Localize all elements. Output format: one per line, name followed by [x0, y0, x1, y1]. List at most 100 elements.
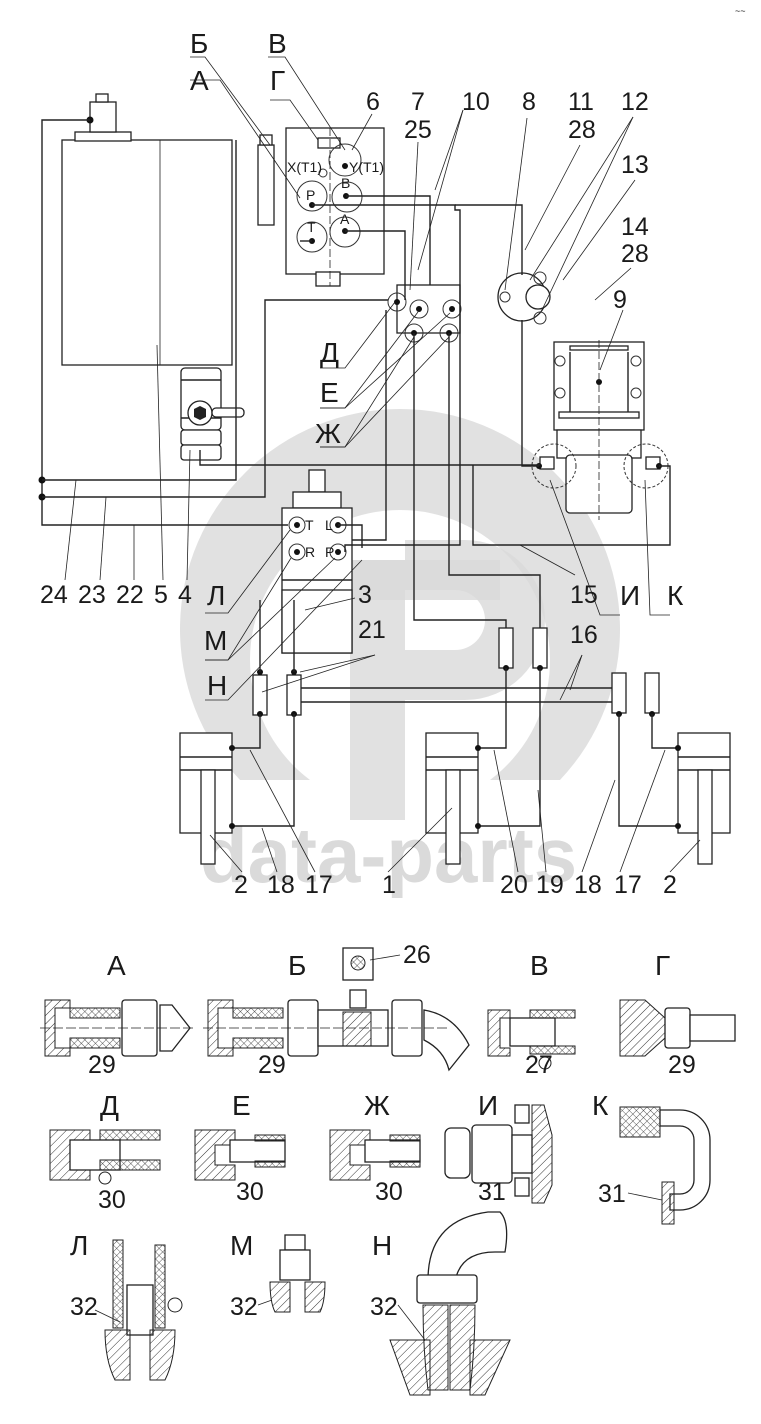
- port-b: B: [341, 175, 350, 191]
- callout-11: 11: [568, 88, 594, 116]
- callout-bottom-0: 2: [234, 871, 248, 899]
- corner-mark: ~~: [735, 6, 746, 16]
- detail-B-ref-26: 26: [403, 941, 431, 969]
- callout-23: 23: [78, 581, 106, 609]
- callout-22: 22: [116, 581, 144, 609]
- valve-block-3: T L R P: [281, 469, 353, 654]
- detail-Zh-ref: 30: [375, 1178, 403, 1206]
- detail-E: Е 30: [194, 1090, 286, 1206]
- watermark-logo: [180, 409, 621, 820]
- tank-5: [61, 93, 233, 366]
- detail-B: Б 26 29: [203, 941, 470, 1079]
- callout-10: 10: [462, 88, 490, 116]
- detail-L-ref: 32: [70, 1293, 98, 1321]
- callouts-mid: Д Е Ж 24 23 22 5 4 Л М Н 3 21 15 И К 16: [40, 337, 684, 701]
- callout-bottom-8: 2: [663, 871, 677, 899]
- callout-bottom-3: 1: [382, 871, 396, 899]
- detail-D-ref: 30: [98, 1186, 126, 1214]
- detail-I-ref: 31: [478, 1178, 506, 1206]
- callout-A: А: [190, 65, 209, 96]
- callout-6: 6: [366, 88, 380, 116]
- callout-Zh: Ж: [315, 418, 341, 449]
- callout-16: 16: [570, 621, 598, 649]
- detail-G: Г 29: [619, 950, 736, 1079]
- detail-K-letter: К: [592, 1090, 609, 1121]
- callout-L: Л: [207, 580, 225, 611]
- detail-M: М 32: [230, 1230, 326, 1321]
- callout-E: Е: [320, 377, 339, 408]
- callout-bottom-1: 18: [267, 871, 295, 899]
- detail-B-ref: 29: [258, 1051, 286, 1079]
- detail-V-ref: 27: [525, 1051, 553, 1079]
- callout-bottom-4: 20: [500, 871, 528, 899]
- detail-M-letter: М: [230, 1230, 253, 1261]
- callout-8: 8: [522, 88, 536, 116]
- callout-bottom-5: 19: [536, 871, 564, 899]
- detail-M-ref: 32: [230, 1293, 258, 1321]
- junction-block-7: [387, 284, 462, 343]
- distributor-6: X(T1) Y(T1) P B T A: [257, 127, 385, 287]
- detail-E-letter: Е: [232, 1090, 251, 1121]
- detail-Zh: Ж 30: [329, 1090, 421, 1206]
- callout-N: Н: [207, 670, 227, 701]
- detail-N-letter: Н: [372, 1230, 392, 1261]
- callout-bottom-7: 17: [614, 871, 642, 899]
- callout-D: Д: [320, 337, 339, 368]
- callout-28b: 28: [621, 240, 649, 268]
- callout-9: 9: [613, 286, 627, 314]
- callout-M: М: [204, 625, 227, 656]
- detail-Zh-letter: Ж: [364, 1090, 390, 1121]
- port-r-block3: R: [305, 544, 315, 560]
- detail-V: В 27: [487, 950, 576, 1079]
- port-a: A: [340, 211, 350, 227]
- port-x-t1: X(T1): [287, 159, 322, 175]
- callout-3: 3: [358, 581, 372, 609]
- detail-D: Д 30: [49, 1090, 161, 1214]
- callout-12: 12: [621, 88, 649, 116]
- callout-I: И: [620, 580, 640, 611]
- port-p-block3: P: [325, 544, 334, 560]
- port-t-block3: T: [305, 517, 314, 533]
- callout-K: К: [667, 580, 684, 611]
- detail-E-ref: 30: [236, 1178, 264, 1206]
- pressure-gauge-8: [497, 271, 551, 325]
- detail-D-letter: Д: [100, 1090, 119, 1121]
- detail-A-ref: 29: [88, 1051, 116, 1079]
- callout-14: 14: [621, 213, 649, 241]
- callout-bottom-2: 17: [305, 871, 333, 899]
- detail-K-ref: 31: [598, 1180, 626, 1208]
- callout-25: 25: [404, 116, 432, 144]
- callout-13: 13: [621, 151, 649, 179]
- detail-A-letter: А: [107, 950, 126, 981]
- callout-15: 15: [570, 581, 598, 609]
- detail-N: Н 32: [370, 1211, 511, 1396]
- ball-valve-4: [180, 367, 245, 461]
- detail-N-ref: 32: [370, 1293, 398, 1321]
- callout-5: 5: [154, 581, 168, 609]
- leader-lines: [64, 56, 670, 701]
- detail-I-letter: И: [478, 1090, 498, 1121]
- callouts-bottom: 2 18 17 1 20 19 18 17 2: [209, 749, 701, 899]
- port-t: T: [307, 219, 316, 235]
- detail-L-letter: Л: [70, 1230, 88, 1261]
- detail-B-letter: Б: [288, 950, 306, 981]
- port-y-t1: Y(T1): [349, 159, 384, 175]
- callout-B: Б: [190, 28, 208, 59]
- port-l-block3: L: [325, 517, 333, 533]
- callout-7: 7: [411, 88, 425, 116]
- detail-G-ref: 29: [668, 1051, 696, 1079]
- callout-28a: 28: [568, 116, 596, 144]
- detail-V-letter: В: [530, 950, 549, 981]
- callout-21: 21: [358, 616, 386, 644]
- callouts-top: Б А В Г 6 7 25 10 8 11 28 12 13 14 28 9: [190, 28, 649, 314]
- callout-G: Г: [270, 65, 285, 96]
- detail-I: И 31: [444, 1090, 553, 1206]
- callout-bottom-6: 18: [574, 871, 602, 899]
- pipelines: [38, 119, 731, 865]
- callout-4: 4: [178, 581, 192, 609]
- detail-G-letter: Г: [655, 950, 670, 981]
- callout-24: 24: [40, 581, 68, 609]
- detail-L: Л 32: [70, 1230, 183, 1381]
- port-p: P: [306, 187, 315, 203]
